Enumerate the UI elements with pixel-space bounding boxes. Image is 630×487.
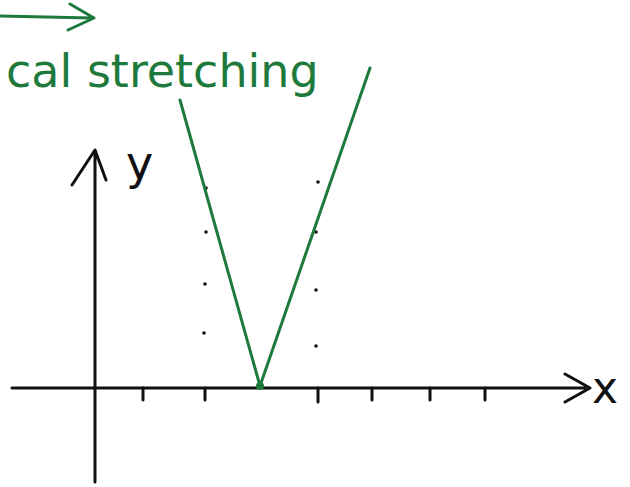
- axis-ticks: [143, 388, 485, 402]
- axis-label: x: [592, 366, 618, 410]
- title-note: cal stretching: [6, 48, 319, 94]
- v-graph: [180, 68, 370, 386]
- direction-arrow: [0, 4, 94, 30]
- axis-label: y: [126, 140, 153, 186]
- x-axis: [12, 374, 590, 402]
- vertex-dot: [256, 382, 264, 390]
- y-axis: [72, 150, 106, 482]
